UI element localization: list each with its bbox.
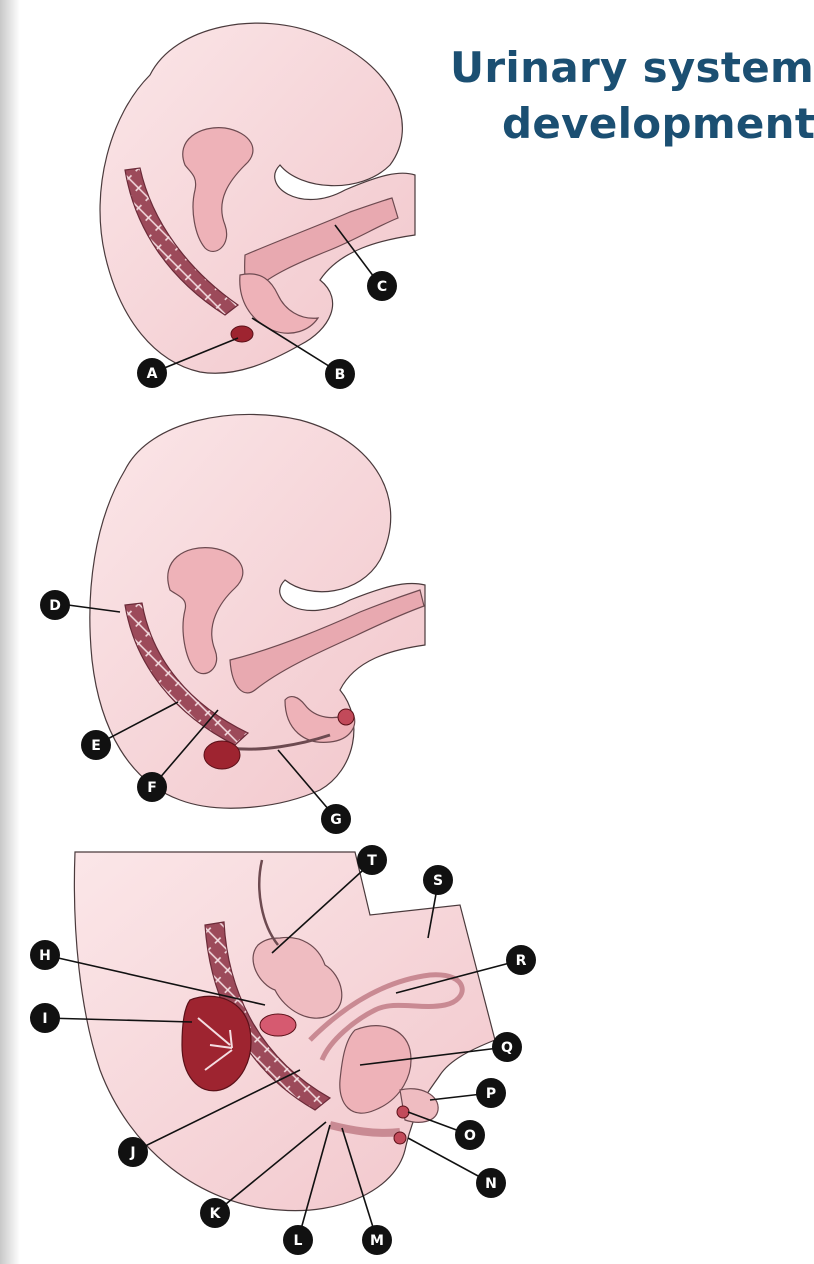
label-marker-t: T — [357, 845, 387, 875]
embryo-2-metanephros — [204, 741, 240, 769]
label-marker-o: O — [455, 1120, 485, 1150]
label-marker-f: F — [137, 772, 167, 802]
embryo-3-urogenital-opening — [394, 1132, 406, 1144]
label-marker-s: S — [423, 865, 453, 895]
label-marker-a: A — [137, 358, 167, 388]
label-marker-k: K — [200, 1198, 230, 1228]
label-d-text: D — [49, 598, 61, 614]
label-h-text: H — [39, 948, 51, 964]
label-marker-g: G — [321, 804, 351, 834]
label-g-text: G — [330, 812, 342, 828]
label-marker-q: Q — [492, 1032, 522, 1062]
label-marker-m: M — [362, 1225, 392, 1255]
label-i-text: I — [42, 1011, 47, 1027]
label-m-text: M — [370, 1233, 384, 1249]
label-e-text: E — [91, 738, 101, 754]
label-s-text: S — [433, 873, 443, 889]
label-marker-d: D — [40, 590, 70, 620]
label-marker-l: L — [283, 1225, 313, 1255]
label-marker-c: C — [367, 271, 397, 301]
label-n-text: N — [485, 1176, 497, 1192]
label-marker-p: P — [476, 1078, 506, 1108]
label-marker-e: E — [81, 730, 111, 760]
embryo-3-anal-opening — [397, 1106, 409, 1118]
label-c-text: C — [377, 279, 387, 295]
label-j-text: J — [129, 1145, 135, 1161]
label-marker-h: H — [30, 940, 60, 970]
label-marker-i: I — [30, 1003, 60, 1033]
embryo-2-cloacal-membrane — [338, 709, 354, 725]
label-p-text: P — [486, 1086, 496, 1102]
embryo-stage-2 — [90, 414, 425, 808]
label-l-text: L — [294, 1233, 303, 1249]
label-marker-j: J — [118, 1137, 148, 1167]
label-r-text: R — [516, 953, 527, 969]
label-o-text: O — [464, 1128, 476, 1144]
label-t-text: T — [367, 853, 377, 869]
label-q-text: Q — [501, 1040, 513, 1056]
label-f-text: F — [147, 780, 157, 796]
label-marker-r: R — [506, 945, 536, 975]
label-k-text: K — [210, 1206, 222, 1222]
label-b-text: B — [335, 367, 346, 383]
label-a-text: A — [147, 366, 158, 382]
label-marker-b: B — [325, 359, 355, 389]
label-marker-n: N — [476, 1168, 506, 1198]
embryo-3-paramesonephric-bud — [260, 1014, 296, 1036]
